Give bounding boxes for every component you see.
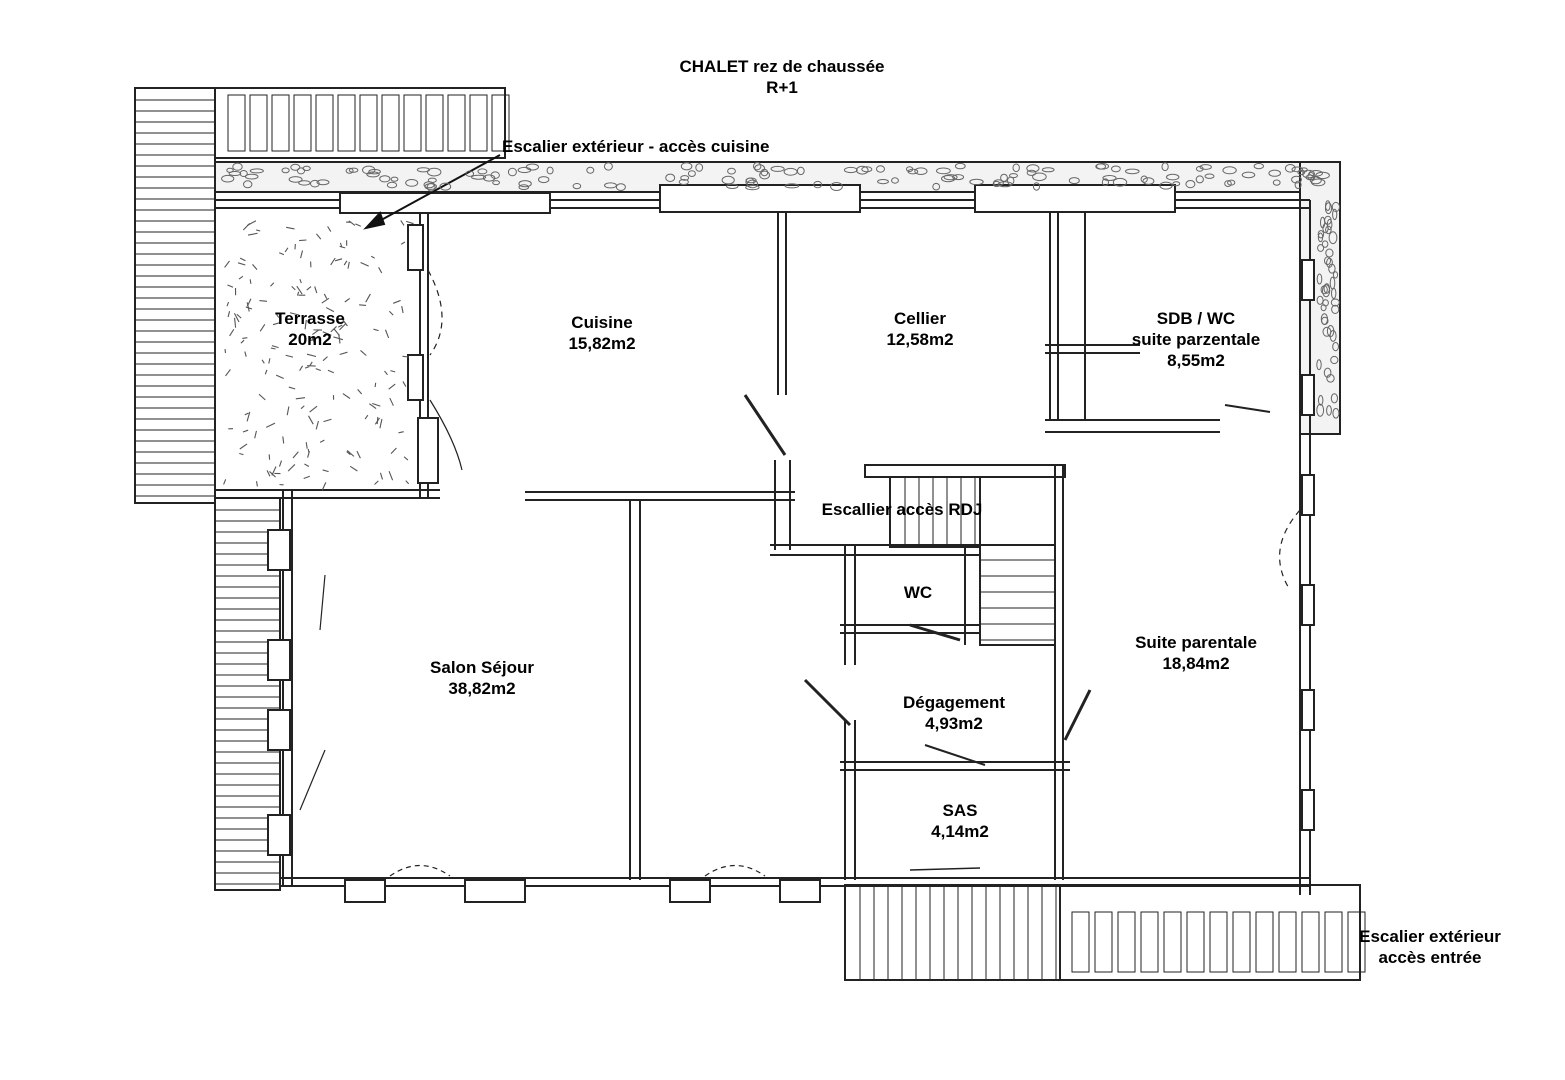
room-wc: WC xyxy=(904,582,932,603)
room-sdb-area: 8,55m2 xyxy=(1167,351,1225,370)
plan-title-line1: CHALET rez de chaussée xyxy=(679,57,885,76)
room-suite-area: 18,84m2 xyxy=(1162,654,1230,673)
room-degagement-area: 4,93m2 xyxy=(925,714,983,733)
room-degagement: Dégagement 4,93m2 xyxy=(903,692,1005,734)
plan-title-line2: R+1 xyxy=(766,78,798,97)
room-sdb-name2: suite parzentale xyxy=(1131,330,1261,349)
annotation-stairs-rdj: Escallier accès RDJ xyxy=(821,500,983,519)
room-terrasse: Terrasse 20m2 xyxy=(275,308,345,350)
room-terrasse-name: Terrasse xyxy=(275,309,345,328)
room-cuisine-name: Cuisine xyxy=(571,313,633,332)
room-sas-area: 4,14m2 xyxy=(931,822,989,841)
annotation-stairs-kitchen: Escalier extérieur - accès cuisine xyxy=(502,137,770,156)
room-degagement-name: Dégagement xyxy=(902,693,1006,712)
top-fence xyxy=(214,87,510,159)
room-terrasse-area: 20m2 xyxy=(288,330,332,349)
room-sdb-name: SDB / WC xyxy=(1156,309,1236,328)
room-wc-name: WC xyxy=(903,583,933,602)
bottom-fence xyxy=(1071,911,1366,973)
room-sdb: SDB / WC suite parzentale 8,55m2 xyxy=(1132,308,1261,371)
room-suite-name: Suite parentale xyxy=(1135,633,1257,652)
room-cellier-area: 12,58m2 xyxy=(886,330,954,349)
room-salon-area: 38,82m2 xyxy=(448,679,516,698)
room-sas-name: SAS xyxy=(942,801,978,820)
entry-steps xyxy=(844,884,1061,981)
left-deck xyxy=(134,87,281,891)
room-cuisine: Cuisine 15,82m2 xyxy=(568,312,635,354)
room-salon: Salon Séjour 38,82m2 xyxy=(430,657,534,699)
room-cellier-name: Cellier xyxy=(894,309,946,328)
room-suite: Suite parentale 18,84m2 xyxy=(1135,632,1257,674)
room-cuisine-area: 15,82m2 xyxy=(568,334,636,353)
annotation-stairs-entry: Escalier extérieur accès entrée xyxy=(1359,926,1501,968)
room-sas: SAS 4,14m2 xyxy=(931,800,989,842)
stair-block xyxy=(864,464,1066,478)
plan-title: CHALET rez de chaussée R+1 xyxy=(679,56,884,98)
room-cellier: Cellier 12,58m2 xyxy=(886,308,953,350)
annotation-stairs-entry-line1: Escalier extérieur xyxy=(1359,927,1501,946)
annotation-stairs-entry-line2: accès entrée xyxy=(1378,948,1482,967)
room-salon-name: Salon Séjour xyxy=(430,658,534,677)
